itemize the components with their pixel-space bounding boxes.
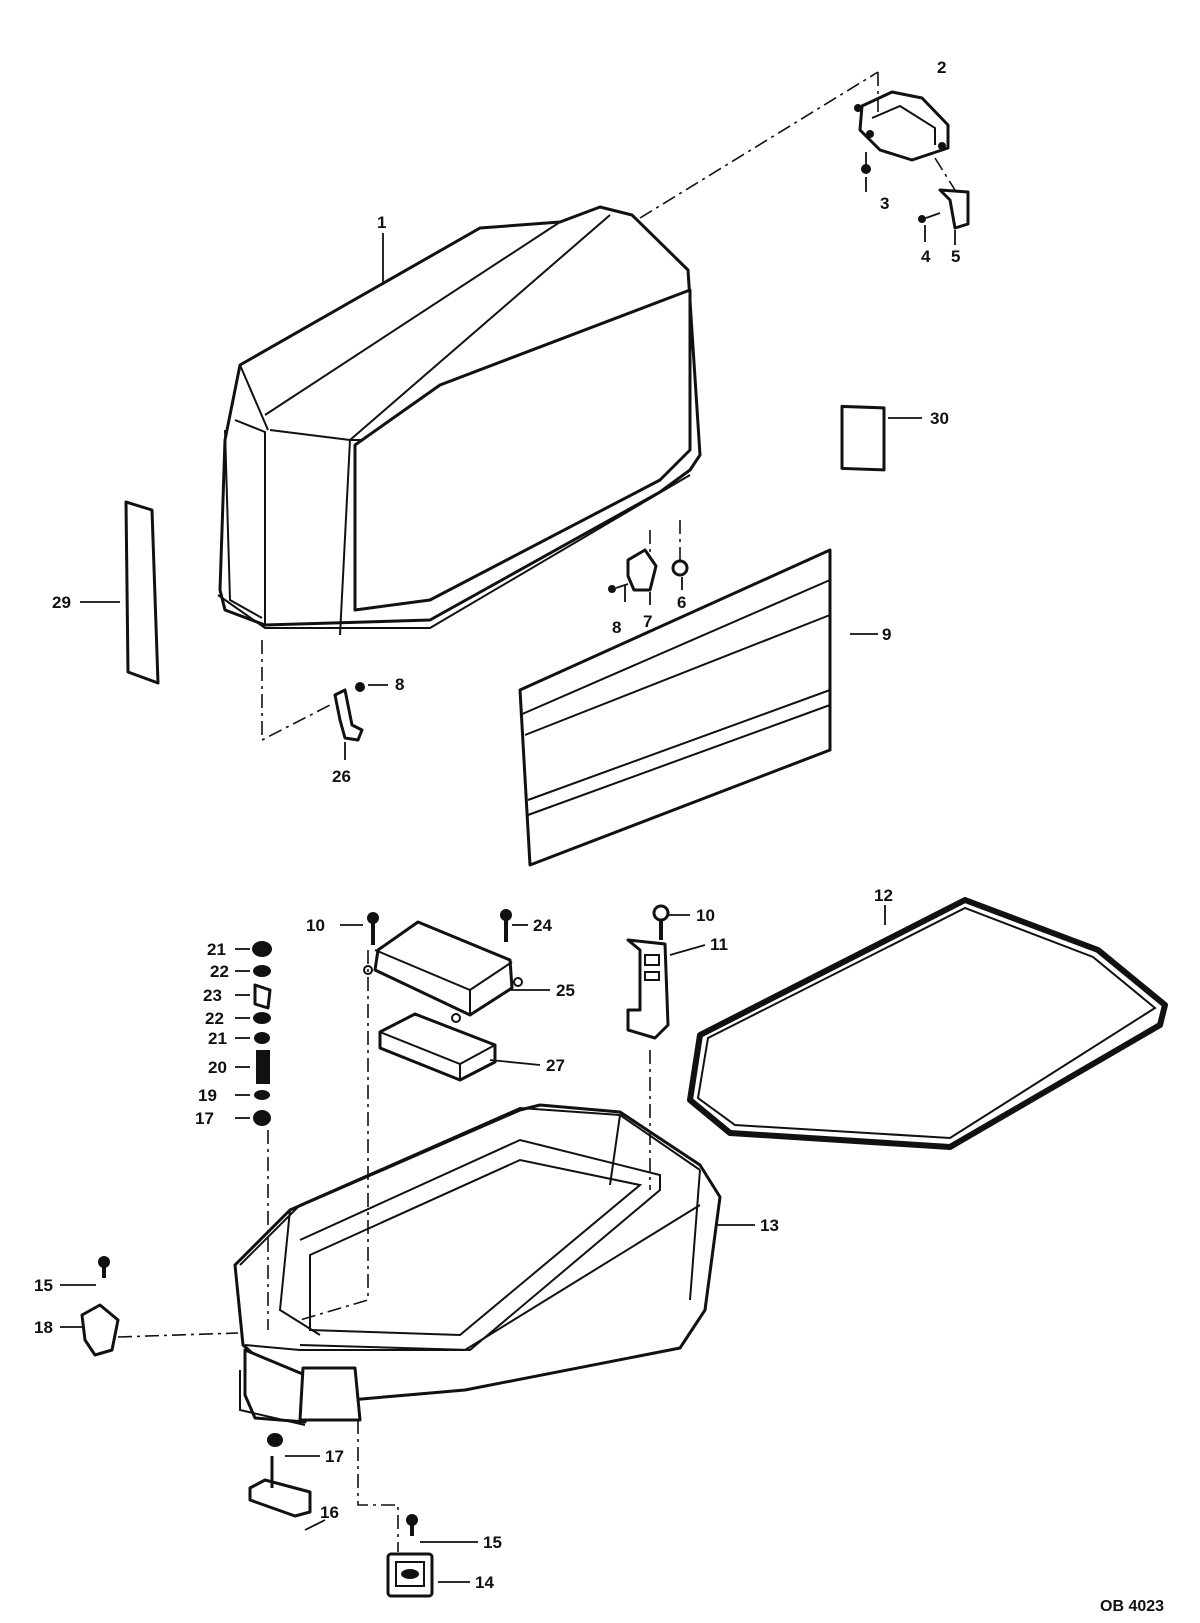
screw-4 [918, 212, 941, 223]
label-14: 14 [475, 1573, 494, 1592]
label-22-upper: 22 [210, 962, 229, 981]
label-4: 4 [921, 247, 931, 266]
lever-16 [248, 1456, 312, 1518]
label-24: 24 [533, 916, 552, 935]
label-10-right: 10 [696, 906, 715, 925]
bracket-26 [333, 688, 364, 742]
label-15-right: 15 [483, 1533, 502, 1552]
decal-29 [124, 500, 160, 685]
diagram-code: OB 4023 [1100, 1598, 1164, 1615]
screw-8-lower [355, 682, 365, 692]
module-box-25 [363, 920, 523, 1023]
label-17-lower: 17 [325, 1447, 344, 1466]
clip-23 [253, 983, 272, 1010]
latch-18 [80, 1303, 120, 1357]
guide-14 [357, 1420, 399, 1552]
spring-20 [256, 1050, 270, 1084]
label-22-lower: 22 [205, 1009, 224, 1028]
screw-10-right [652, 904, 670, 940]
screw-3 [861, 152, 871, 174]
label-27: 27 [546, 1056, 565, 1075]
screw-15-left [98, 1256, 110, 1278]
side-panel-9 [518, 548, 832, 867]
label-25: 25 [556, 981, 575, 1000]
guide-top-1 [639, 71, 879, 219]
label-7: 7 [643, 612, 652, 631]
bottom-cowl-13 [233, 1103, 722, 1426]
label-23: 23 [203, 986, 222, 1005]
screw-15-right [406, 1514, 418, 1536]
label-17-upper: 17 [195, 1109, 214, 1128]
bracket-7 [626, 548, 658, 592]
washer-19 [254, 1090, 270, 1100]
decal-30 [840, 404, 886, 472]
label-6: 6 [677, 593, 686, 612]
guide-26 [261, 640, 331, 742]
handle-14 [386, 1552, 434, 1598]
screw-8-upper [608, 583, 629, 593]
label-30: 30 [930, 409, 949, 428]
nut-21-upper [252, 941, 272, 957]
label-21-lower: 21 [208, 1029, 227, 1048]
label-15-left: 15 [34, 1276, 53, 1295]
label-26: 26 [332, 767, 351, 786]
screw-10-left [367, 912, 379, 945]
label-19: 19 [198, 1086, 217, 1105]
screw-24 [500, 909, 512, 942]
guide-top-3 [934, 157, 956, 191]
label-21-upper: 21 [207, 940, 226, 959]
label-8-upper: 8 [612, 618, 621, 637]
guide-10 [299, 950, 369, 1321]
label-12: 12 [874, 886, 893, 905]
label-13: 13 [760, 1216, 779, 1235]
label-11: 11 [710, 935, 728, 954]
label-20: 20 [208, 1058, 227, 1077]
plate-5 [938, 188, 970, 230]
grommet-17-upper [253, 1110, 271, 1126]
washer-22-upper [253, 965, 271, 977]
top-cowl [217, 205, 702, 636]
washer-22-lower [253, 1012, 271, 1024]
label-8-lower: 8 [395, 675, 404, 694]
label-10-left: 10 [306, 916, 325, 935]
grommet-17-lower [267, 1433, 283, 1447]
bracket-11 [626, 938, 670, 1040]
pad-27 [378, 1012, 497, 1082]
label-29: 29 [52, 593, 71, 612]
label-2: 2 [937, 58, 946, 77]
seal-12 [687, 897, 1168, 1150]
label-3: 3 [880, 194, 889, 213]
label-16: 16 [320, 1503, 339, 1522]
nut-21-lower [254, 1032, 270, 1044]
nut-6 [671, 559, 689, 577]
label-1: 1 [377, 213, 386, 232]
label-5: 5 [951, 247, 960, 266]
leader-lines [60, 177, 956, 1583]
top-bracket [854, 90, 950, 162]
guide-18 [117, 1332, 239, 1338]
label-9: 9 [882, 625, 891, 644]
label-18: 18 [34, 1318, 53, 1337]
